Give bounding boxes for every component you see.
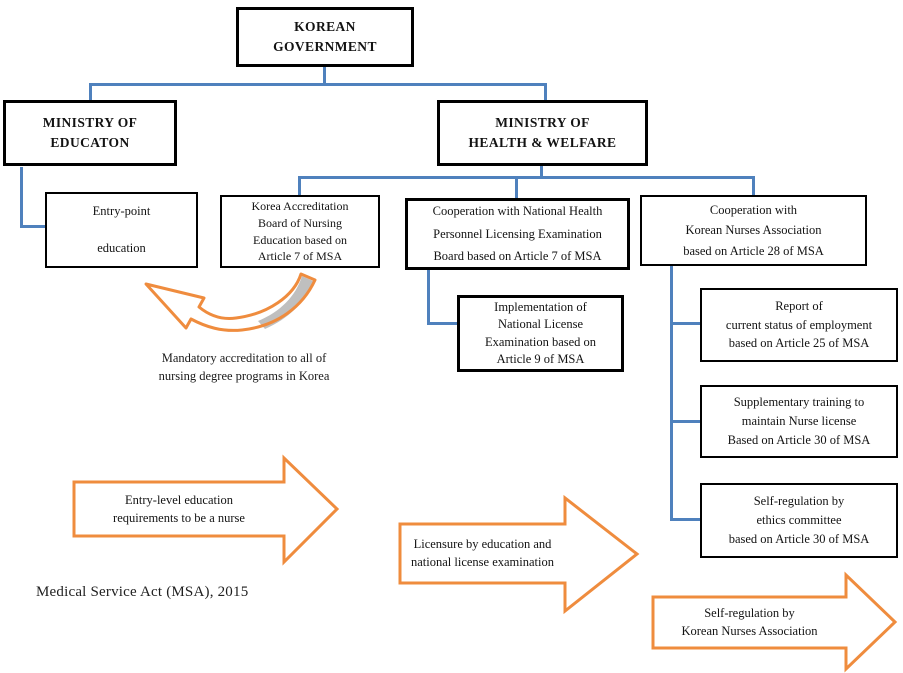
msa-act-note: Medical Service Act (MSA), 2015 (36, 584, 249, 600)
connector-to-licensing-board (515, 176, 518, 199)
block-arrow-self-regulation (651, 571, 898, 673)
label-self-regulation-arrow: Self-regulation by Korean Nurses Associa… (681, 605, 818, 638)
block-arrow-shape (398, 494, 640, 615)
connector-level1-horizontal (89, 83, 547, 86)
connector-to-self-regulation (670, 518, 701, 521)
connector-to-ministry-health (544, 83, 547, 101)
curved-arrow-outline (144, 272, 317, 332)
box-korea-accreditation-board: Korea Accreditation Board of Nursing Edu… (220, 195, 380, 268)
connector-to-entry-point (20, 225, 46, 228)
box-entry-point-education: Entry-point education (45, 192, 198, 268)
curved-arrow-gray-shade (258, 276, 313, 329)
caption-mandatory-accreditation: Mandatory accreditation to all of nursin… (158, 351, 330, 383)
box-implementation-license-examination: Implementation of National License Exami… (457, 295, 624, 372)
connector-association-down (670, 266, 673, 521)
block-arrow-licensure (398, 494, 640, 615)
connector-education-down (20, 167, 23, 228)
connector-to-report (670, 322, 701, 325)
box-cooperation-licensing-examination: Cooperation with National Health Personn… (405, 198, 630, 270)
connector-level2-horizontal (298, 176, 755, 179)
label-entry-level-arrow: Entry-level education requirements to be… (113, 492, 245, 525)
block-arrow-shape (72, 454, 340, 566)
box-ministry-of-health-welfare: MINISTRY OF HEALTH & WELFARE (437, 100, 648, 166)
box-self-regulation-ethics: Self-regulation by ethics committee base… (700, 483, 898, 558)
box-ministry-of-education: MINISTRY OF EDUCATON (3, 100, 177, 166)
connector-to-accreditation-board (298, 176, 301, 196)
connector-licensing-down (427, 270, 430, 325)
block-arrow-entry-level (72, 454, 340, 566)
connector-health-down (540, 166, 543, 179)
block-arrow-shape (651, 571, 898, 673)
box-report-employment: Report of current status of employment b… (700, 288, 898, 362)
label-licensure-arrow: Licensure by education and national lice… (410, 536, 554, 569)
connector-to-nurses-association (752, 176, 755, 196)
connector-to-supplementary (670, 420, 701, 423)
box-korean-government: KOREAN GOVERNMENT (236, 7, 414, 67)
connector-to-ministry-education (89, 83, 92, 101)
connector-gov-down (323, 67, 326, 85)
connector-to-license-examination (427, 322, 458, 325)
box-supplementary-training: Supplementary training to maintain Nurse… (700, 385, 898, 458)
curved-accreditation-arrow (144, 272, 317, 332)
box-cooperation-nurses-association: Cooperation with Korean Nurses Associati… (640, 195, 867, 266)
